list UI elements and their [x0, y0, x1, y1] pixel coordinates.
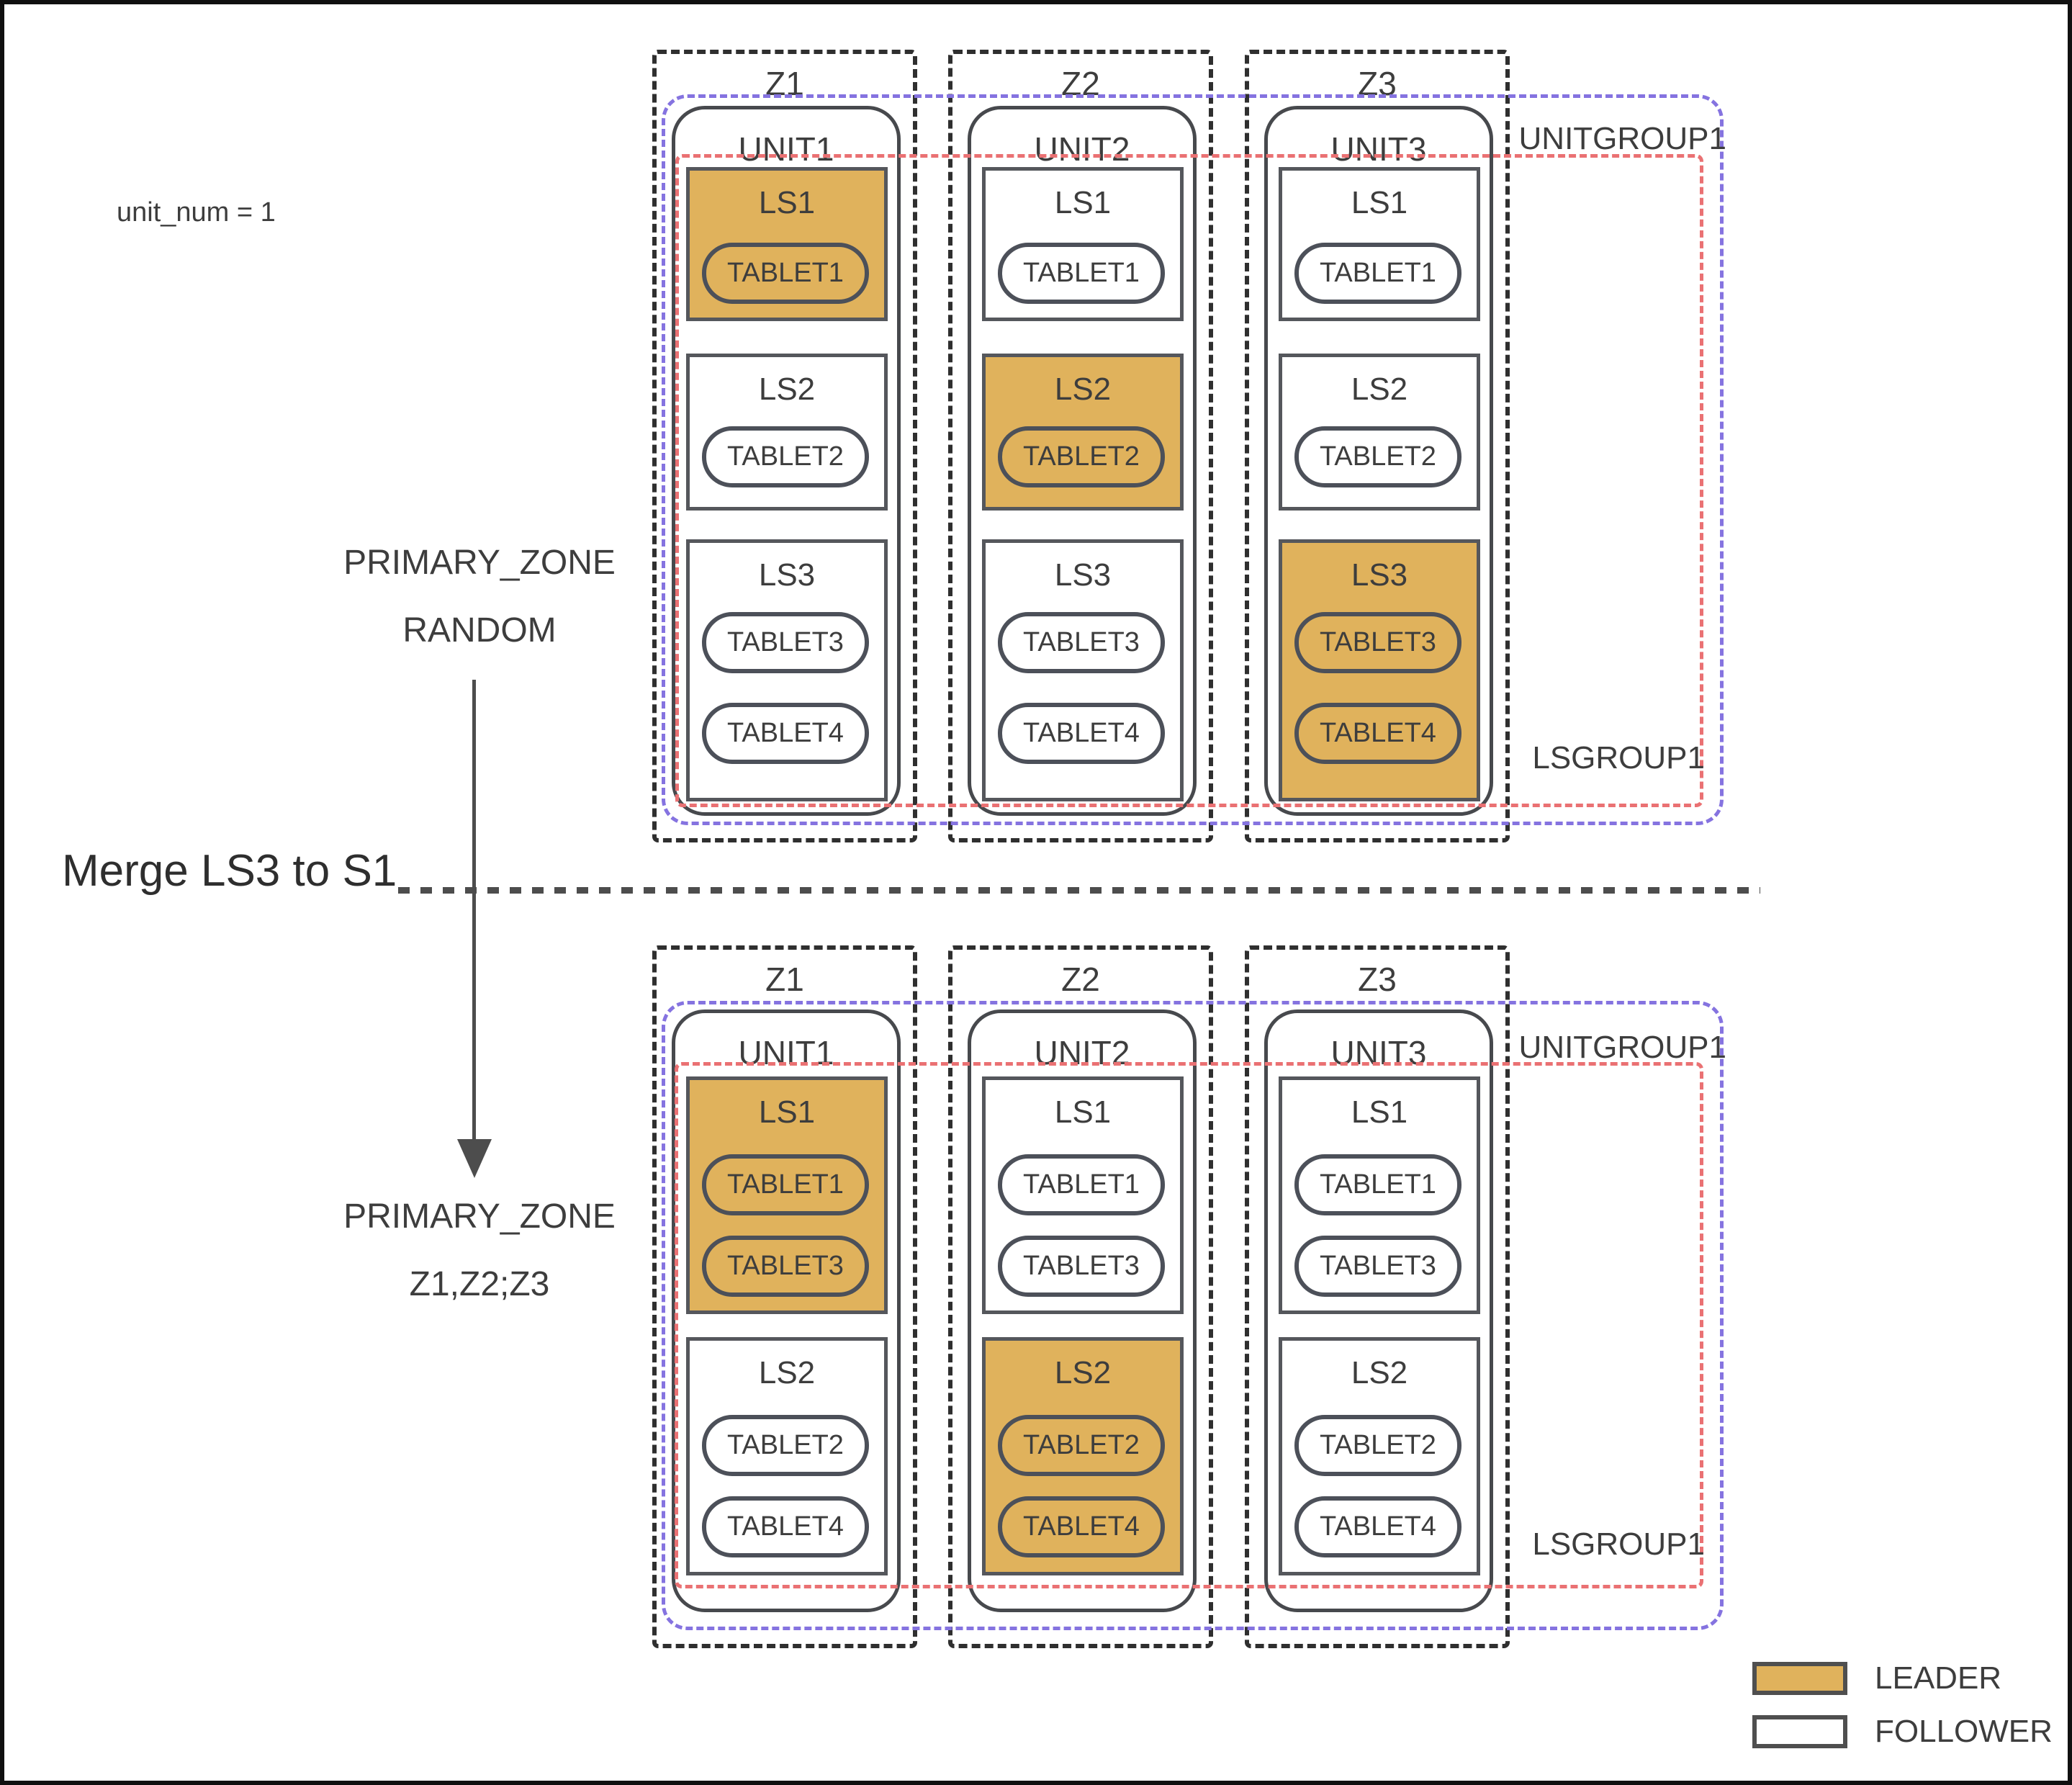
ls-box-leader: LS1 TABLET1 TABLET3 — [686, 1076, 888, 1314]
down-arrow-shaft — [472, 680, 476, 1141]
ls-label: LS1 — [1351, 1094, 1408, 1130]
merge-operation-label: Merge LS3 to S1 — [62, 846, 397, 896]
ls-label: LS2 — [758, 372, 816, 407]
unitgroup-label: UNITGROUP1 — [1518, 121, 1726, 156]
unit-label: UNIT2 — [1034, 1034, 1130, 1071]
primary-zone-bottom-line2: Z1,Z2;Z3 — [409, 1265, 550, 1303]
ls-label: LS3 — [1351, 557, 1408, 593]
zone-label: Z2 — [1061, 65, 1100, 102]
zone-label: Z1 — [765, 65, 804, 102]
primary-zone-top-line2: RANDOM — [402, 611, 557, 649]
unit-label: UNIT2 — [1034, 130, 1130, 168]
zone-z3-after: Z3 UNIT3 LS1 TABLET1 TABLET3 LS2 TABLET2… — [1245, 945, 1510, 1648]
zone-z2-before: Z2 UNIT2 LS1 TABLET1 LS2 TABLET2 LS3 TAB… — [948, 50, 1213, 842]
primary-zone-top-line1: PRIMARY_ZONE — [343, 544, 616, 582]
tablet: TABLET4 — [1294, 1496, 1461, 1557]
tablet: TABLET4 — [702, 1496, 869, 1557]
ls-box-follower: LS3 TABLET3 TABLET4 — [686, 539, 888, 801]
unit-label: UNIT3 — [1330, 130, 1427, 168]
tablet: TABLET2 — [702, 1415, 869, 1476]
unit-unit1-before: UNIT1 LS1 TABLET1 LS2 TABLET2 LS3 TABLET… — [672, 106, 901, 816]
zone-z3-before: Z3 UNIT3 LS1 TABLET1 LS2 TABLET2 LS3 TAB… — [1245, 50, 1510, 842]
tablet: TABLET1 — [702, 243, 869, 304]
tablet: TABLET4 — [998, 1496, 1165, 1557]
leader-legend-label: LEADER — [1875, 1660, 2002, 1696]
lsgroup-label: LSGROUP1 — [1532, 740, 1705, 775]
tablet: TABLET3 — [702, 612, 869, 673]
section-divider-dashed-line — [398, 887, 1760, 894]
ls-label: LS2 — [1351, 372, 1408, 407]
ls-box-follower: LS3 TABLET3 TABLET4 — [982, 539, 1184, 801]
unit-unit3-after: UNIT3 LS1 TABLET1 TABLET3 LS2 TABLET2 TA… — [1264, 1010, 1493, 1612]
tablet: TABLET3 — [998, 612, 1165, 673]
ls-box-leader: LS2 TABLET2 — [982, 354, 1184, 511]
unit-label: UNIT1 — [738, 130, 834, 168]
tablet: TABLET1 — [998, 1154, 1165, 1215]
primary-zone-bottom-line1: PRIMARY_ZONE — [343, 1197, 616, 1236]
ls-label: LS2 — [758, 1355, 816, 1390]
tablet: TABLET3 — [1294, 612, 1461, 673]
tablet: TABLET2 — [1294, 1415, 1461, 1476]
ls-label: LS2 — [1351, 1355, 1408, 1390]
ls-box-leader: LS3 TABLET3 TABLET4 — [1279, 539, 1480, 801]
ls-label: LS1 — [1351, 185, 1408, 220]
down-arrow-head-icon — [457, 1139, 492, 1178]
tablet: TABLET1 — [702, 1154, 869, 1215]
ls-box-follower: LS2 TABLET2 TABLET4 — [1279, 1337, 1480, 1575]
unit-unit1-after: UNIT1 LS1 TABLET1 TABLET3 LS2 TABLET2 TA… — [672, 1010, 901, 1612]
ls-label: LS3 — [758, 557, 816, 593]
ls-box-follower: LS1 TABLET1 TABLET3 — [1279, 1076, 1480, 1314]
zone-label: Z3 — [1358, 961, 1397, 998]
zone-label: Z3 — [1358, 65, 1397, 102]
tablet: TABLET3 — [998, 1236, 1165, 1297]
ls-label: LS2 — [1054, 1355, 1112, 1390]
follower-legend-label: FOLLOWER — [1875, 1714, 2053, 1749]
tablet: TABLET4 — [702, 703, 869, 764]
ls-box-follower: LS2 TABLET2 — [1279, 354, 1480, 511]
ls-label: LS1 — [1054, 185, 1112, 220]
tablet: TABLET4 — [998, 703, 1165, 764]
ls-box-follower: LS2 TABLET2 TABLET4 — [686, 1337, 888, 1575]
tablet: TABLET2 — [998, 1415, 1165, 1476]
ls-box-leader: LS1 TABLET1 — [686, 167, 888, 321]
tablet: TABLET1 — [1294, 243, 1461, 304]
tablet: TABLET2 — [998, 426, 1165, 487]
ls-label: LS3 — [1054, 557, 1112, 593]
ls-label: LS1 — [1054, 1094, 1112, 1130]
zone-label: Z1 — [765, 961, 804, 998]
ls-box-follower: LS1 TABLET1 — [1279, 167, 1480, 321]
ls-box-follower: LS2 TABLET2 — [686, 354, 888, 511]
lsgroup-label: LSGROUP1 — [1532, 1527, 1705, 1562]
ls-box-follower: LS1 TABLET1 TABLET3 — [982, 1076, 1184, 1314]
ls-box-leader: LS2 TABLET2 TABLET4 — [982, 1337, 1184, 1575]
unit-label: UNIT1 — [738, 1034, 834, 1071]
tablet: TABLET1 — [1294, 1154, 1461, 1215]
leader-swatch — [1752, 1662, 1847, 1695]
follower-swatch — [1752, 1715, 1847, 1748]
tablet: TABLET3 — [702, 1236, 869, 1297]
tablet: TABLET4 — [1294, 703, 1461, 764]
ls-box-follower: LS1 TABLET1 — [982, 167, 1184, 321]
unit-label: UNIT3 — [1330, 1034, 1427, 1071]
tablet: TABLET3 — [1294, 1236, 1461, 1297]
unit-unit3-before: UNIT3 LS1 TABLET1 LS2 TABLET2 LS3 TABLET… — [1264, 106, 1493, 816]
zone-z1-after: Z1 UNIT1 LS1 TABLET1 TABLET3 LS2 TABLET2… — [652, 945, 917, 1648]
zone-z2-after: Z2 UNIT2 LS1 TABLET1 TABLET3 LS2 TABLET2… — [948, 945, 1213, 1648]
ls-label: LS1 — [758, 185, 816, 220]
tablet: TABLET2 — [1294, 426, 1461, 487]
zone-z1-before: Z1 UNIT1 LS1 TABLET1 LS2 TABLET2 LS3 TAB… — [652, 50, 917, 842]
unitgroup-label: UNITGROUP1 — [1518, 1030, 1726, 1065]
tablet: TABLET1 — [998, 243, 1165, 304]
unit-num-label: unit_num = 1 — [117, 197, 276, 228]
unit-unit2-before: UNIT2 LS1 TABLET1 LS2 TABLET2 LS3 TABLET… — [968, 106, 1197, 816]
ls-label: LS2 — [1054, 372, 1112, 407]
zone-label: Z2 — [1061, 961, 1100, 998]
unit-unit2-after: UNIT2 LS1 TABLET1 TABLET3 LS2 TABLET2 TA… — [968, 1010, 1197, 1612]
tablet: TABLET2 — [702, 426, 869, 487]
ls-label: LS1 — [758, 1094, 816, 1130]
